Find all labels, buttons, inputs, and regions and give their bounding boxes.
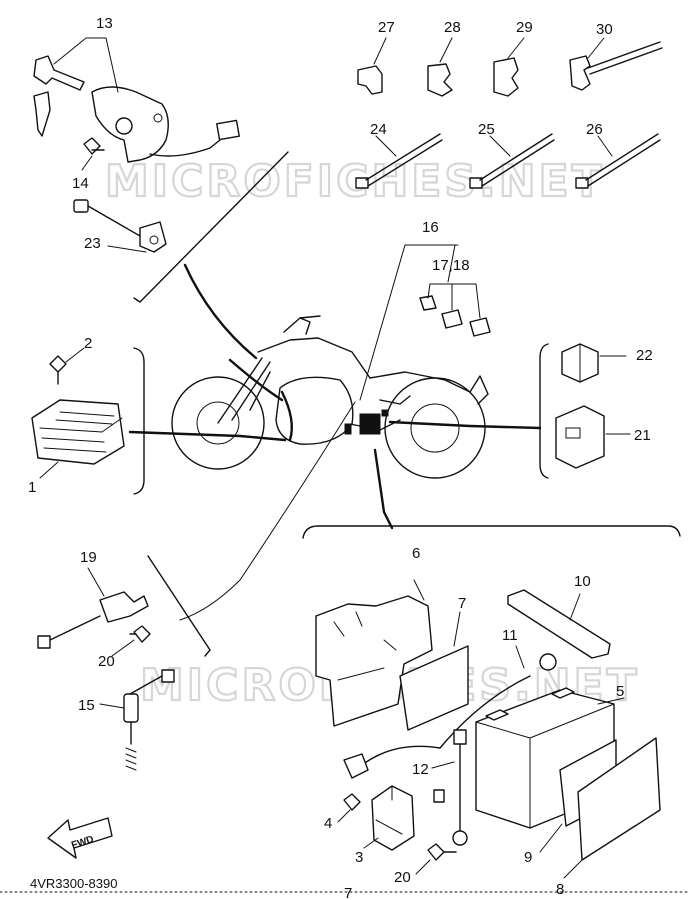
- part-callout-5: 5: [616, 683, 624, 700]
- motorcycle-silhouette: [171, 315, 489, 479]
- part-callout-1: 1: [28, 479, 36, 496]
- starter-relay-3: [363, 785, 415, 851]
- cover-7: [399, 611, 469, 731]
- electrical-box-icon: [359, 413, 381, 435]
- pad-8: [563, 737, 661, 879]
- cable-12: [431, 729, 468, 846]
- screw-14: [81, 137, 105, 171]
- part-callout-22: 22: [636, 347, 653, 364]
- part-callout-21: 21: [634, 427, 651, 444]
- part-callout-29: 29: [516, 19, 533, 36]
- part-callout-19: 19: [80, 549, 97, 566]
- bolt-2: [49, 347, 85, 385]
- strap-10: [507, 589, 611, 659]
- part-callout-6: 6: [412, 545, 420, 562]
- clamp-27: [357, 37, 387, 95]
- part-callout-9: 9: [524, 849, 532, 866]
- part-callout-13: 13: [96, 15, 113, 32]
- part-callout-17-18: 17,18: [432, 257, 470, 274]
- part-callout-11: 11: [502, 627, 518, 644]
- catalog-code: 4VR3300-8390: [30, 876, 117, 891]
- relay-22: [561, 343, 627, 383]
- page-number: 7: [344, 885, 352, 900]
- part-callout-7: 7: [458, 595, 466, 612]
- part-callout-15: 15: [78, 697, 95, 714]
- part-callout-25: 25: [478, 121, 495, 138]
- rectifier-1: [31, 399, 125, 479]
- cable-tie-25: [469, 133, 555, 189]
- part-callout-12: 12: [412, 761, 429, 778]
- fuse-connectors: [419, 283, 491, 337]
- cable-tie-24: [355, 133, 443, 189]
- bolt-4: [337, 793, 361, 823]
- part-callout-3: 3: [355, 849, 363, 866]
- part-callout-30: 30: [596, 21, 613, 38]
- part-callout-20: 20: [98, 653, 115, 670]
- part-callout-14: 14: [72, 175, 89, 192]
- sensor-19: [37, 567, 149, 649]
- watermark-top: MICROFICHES.NET: [105, 156, 605, 207]
- callout-labels: 1234567891011121314151617,18192020212223…: [28, 15, 653, 898]
- part-callout-23: 23: [84, 235, 101, 252]
- part-callout-2: 2: [84, 335, 92, 352]
- lock-assembly-23: [73, 199, 167, 253]
- bolt-20-bottom: [415, 843, 457, 875]
- part-callout-16: 16: [422, 219, 439, 236]
- part-callout-27: 27: [378, 19, 395, 36]
- clamp-29: [493, 37, 525, 97]
- switch-15: [99, 669, 175, 771]
- clamp-30: [569, 37, 663, 91]
- part-callout-20: 20: [394, 869, 411, 886]
- part-callout-4: 4: [324, 815, 332, 832]
- part-callout-28: 28: [444, 19, 461, 36]
- clamp-28: [427, 37, 453, 97]
- part-callout-8: 8: [556, 881, 564, 898]
- screw-20-left: [111, 625, 151, 657]
- part-callout-10: 10: [574, 573, 591, 590]
- group-bracket-lines: [133, 151, 681, 657]
- leader-wires: [128, 244, 542, 621]
- control-unit-21: [555, 405, 631, 469]
- part-callout-26: 26: [586, 121, 603, 138]
- bracket-6: [315, 579, 433, 727]
- cable-11: [343, 645, 557, 779]
- forward-arrow-icon: FWD: [47, 817, 113, 859]
- part-callout-24: 24: [370, 121, 387, 138]
- cable-tie-26: [575, 133, 661, 189]
- ignition-switch: [33, 37, 240, 163]
